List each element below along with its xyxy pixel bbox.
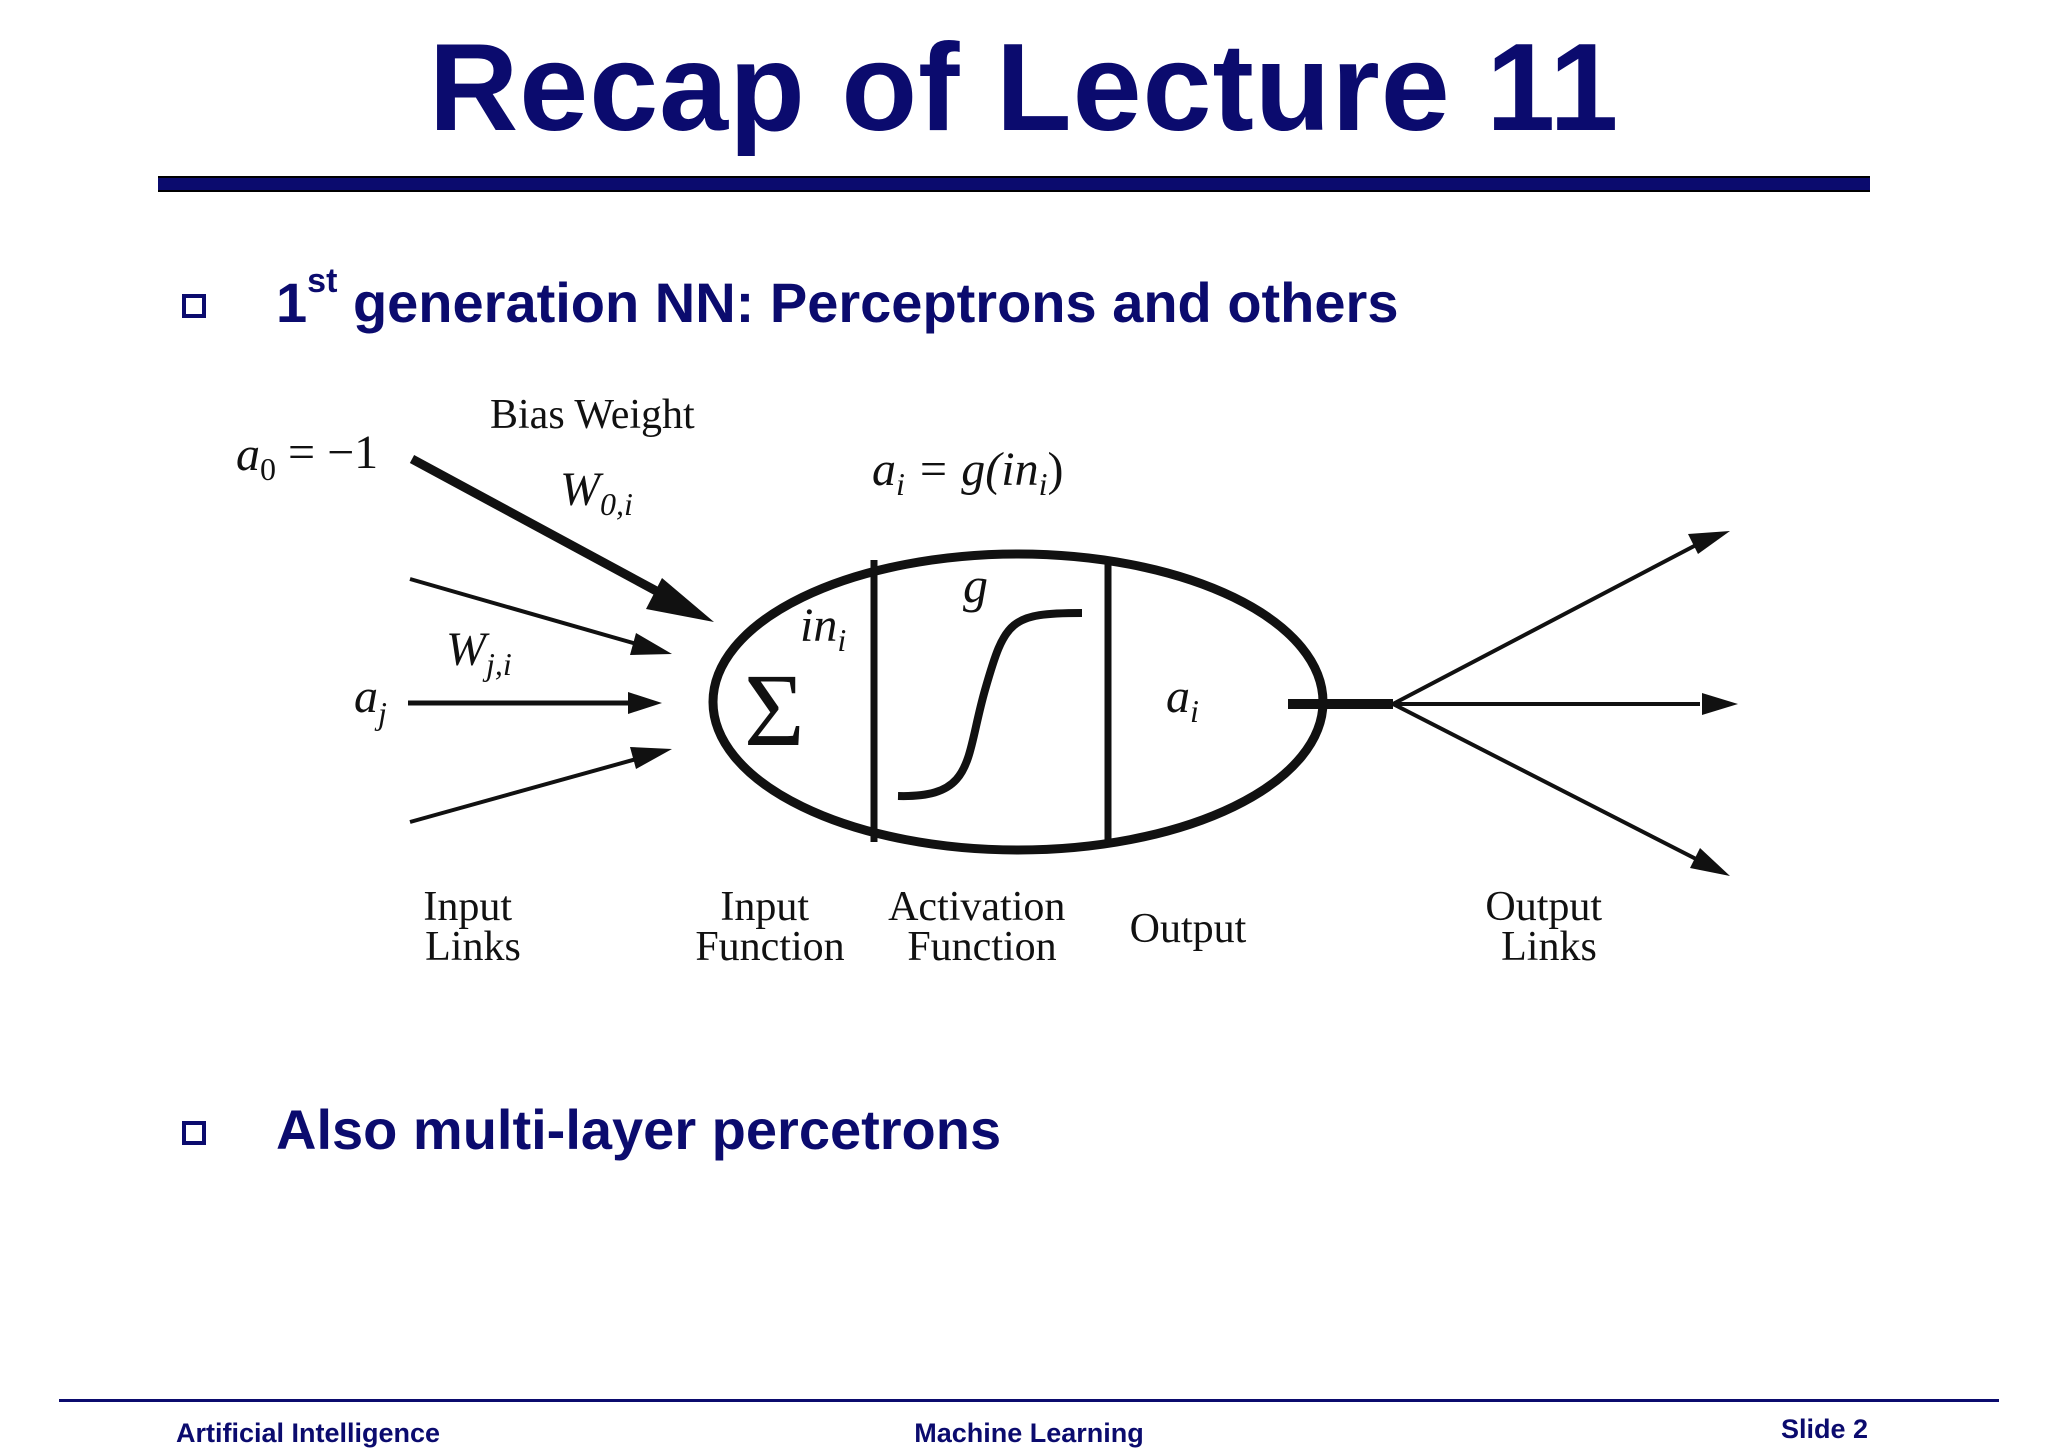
w0i-label: W0,i <box>560 463 633 522</box>
bias-link-arrow <box>409 455 676 604</box>
input-link-upper <box>409 577 641 647</box>
bullet-multilayer: Also multi-layer percetrons <box>276 1098 1002 1161</box>
caption-output-links: Output Links <box>1485 884 1612 970</box>
caption-input-function: Input Function <box>695 884 844 970</box>
bullet-superscript: st <box>307 262 338 300</box>
caption-activation-function: Activation Function <box>888 884 1076 970</box>
input-link-lower-arrowhead <box>630 747 672 769</box>
title-underline <box>158 176 1870 192</box>
input-link-aj-arrowhead <box>628 692 662 714</box>
ai-output-label: ai <box>1166 670 1199 729</box>
footer-rule <box>59 1399 1999 1402</box>
aj-label: aj <box>354 670 387 731</box>
output-link-middle-arrowhead <box>1702 693 1738 715</box>
bullet-perceptrons: 1st generation NN: Perceptrons and other… <box>276 264 1399 336</box>
output-link-lower <box>1392 702 1699 862</box>
input-link-upper-arrowhead <box>630 633 672 655</box>
sigmoid-curve <box>897 609 1083 801</box>
bullet-square-icon <box>182 294 206 318</box>
in-label: ini <box>800 599 846 658</box>
footer-topic: Machine Learning <box>914 1418 1144 1448</box>
bias-arrowhead <box>646 578 714 622</box>
output-link-lower-arrowhead <box>1690 848 1730 876</box>
footer-course: Artificial Intelligence <box>176 1418 441 1448</box>
input-link-lower <box>409 756 641 824</box>
sigma-icon: Σ <box>744 653 805 768</box>
output-link-upper-arrowhead <box>1688 531 1730 554</box>
slide-title: Recap of Lecture 11 <box>428 19 1620 157</box>
output-link-upper <box>1392 542 1699 706</box>
activation-equation: ai = g(ini) <box>872 443 1063 502</box>
wji-label: Wj,i <box>446 623 512 682</box>
caption-input-links: Input Links <box>423 884 522 970</box>
bias-weight-label: Bias Weight <box>490 392 695 438</box>
g-label: g <box>963 557 988 613</box>
bullet-text: generation NN: Perceptrons and others <box>337 271 1399 334</box>
caption-output: Output <box>1130 906 1247 952</box>
a0-label: a0 = −1 <box>236 426 378 487</box>
bullet-square-icon <box>182 1121 206 1145</box>
footer-slide-number: Slide 2 <box>1781 1414 1869 1444</box>
bullet-lead: 1 <box>276 271 308 334</box>
